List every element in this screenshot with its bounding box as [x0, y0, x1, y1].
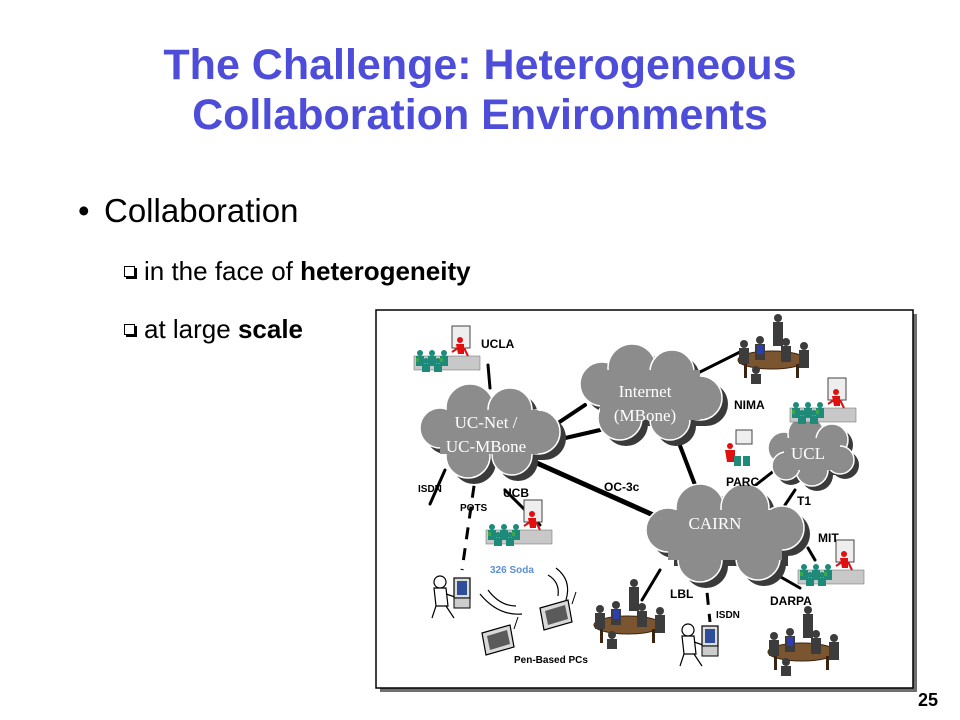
bullet-dot-icon: • [78, 192, 90, 229]
bullet-collaboration: • Collaboration [78, 192, 298, 230]
sub-bullet-bold: scale [237, 314, 304, 344]
sub-bullet-scale: at large scale [124, 314, 303, 345]
link-pots [460, 464, 479, 571]
page-number: 25 [918, 690, 939, 710]
link-cairn-mit [806, 546, 817, 562]
cloud-ucl-label: UCL [791, 444, 825, 463]
link-internet-nima [698, 348, 746, 374]
link-isdn-left [428, 468, 447, 506]
link-cairn-ucl [750, 468, 777, 490]
label-parc: PARC [726, 475, 759, 489]
label-326-soda: 326 Soda [490, 565, 534, 576]
sub-bullet-text: at large [144, 314, 238, 344]
link-t1 [783, 488, 797, 507]
label-oc3c: OC-3c [604, 480, 640, 494]
link-oc3c [527, 457, 663, 521]
label-ucla: UCLA [481, 337, 515, 351]
label-ucb: UCB [503, 486, 529, 500]
link-ucnet-internet [553, 403, 587, 427]
title-line-2: Collaboration Environments [192, 91, 768, 139]
link-cairn-lbl [640, 568, 662, 602]
label-pots: POTS [460, 503, 488, 514]
parc-presenter-icon [725, 429, 753, 466]
label-darpa: DARPA [770, 594, 812, 608]
slide-title: The Challenge: Heterogeneous Collaborati… [0, 40, 960, 140]
cloud-internet-label-2: (MBone) [614, 406, 676, 425]
label-mit: MIT [818, 531, 839, 545]
label-lbl: LBL [670, 587, 693, 601]
cloud-ucnet-label-2: UC-MBone [446, 437, 526, 456]
cloud-ucnet-label-1: UC-Net / [455, 413, 518, 432]
sub-bullet-bold: heterogeneity [300, 256, 471, 286]
label-isdn-left: ISDN [418, 484, 442, 495]
title-line-1: The Challenge: Heterogeneous [163, 41, 797, 89]
bullet-text: Collaboration [104, 192, 299, 229]
cloud-internet-label-1: Internet [619, 382, 672, 401]
cloud-cairn-label: CAIRN [689, 514, 742, 533]
cloud-ucl: UCL [767, 415, 859, 491]
wireless-signal-icon [479, 567, 569, 615]
cloud-cairn: CAIRN [645, 483, 810, 588]
label-pen-based-pcs: Pen-Based PCs [514, 655, 588, 666]
cloud-internet: Internet (MBone) [579, 343, 728, 446]
sub-bullet-heterogeneity: in the face of heterogeneity [124, 256, 471, 287]
sub-bullet-text: in the face of [144, 256, 301, 286]
checkbox-bullet-icon [124, 266, 135, 277]
cloud-ucnet: UC-Net / UC-MBone [419, 383, 566, 484]
label-t1: T1 [797, 494, 811, 508]
label-isdn-bottom: ISDN [716, 610, 740, 621]
label-nima: NIMA [734, 398, 765, 412]
link-ucla [486, 363, 492, 390]
checkbox-bullet-icon [124, 324, 135, 335]
